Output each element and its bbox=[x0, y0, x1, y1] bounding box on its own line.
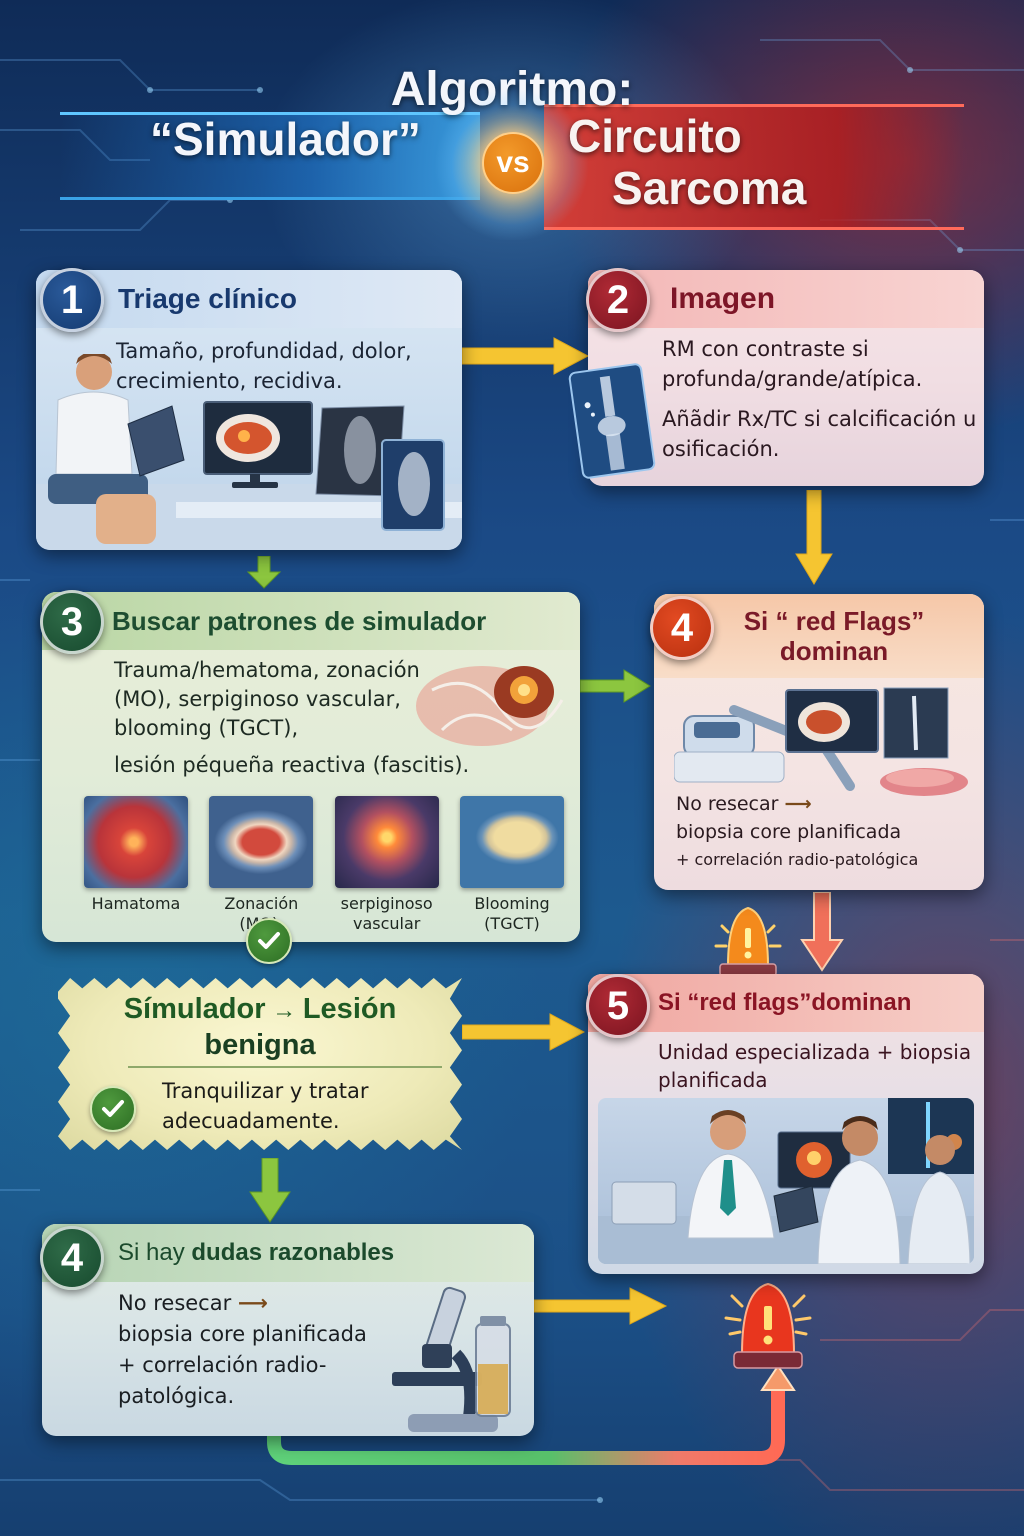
pattern-thumbnails: Hamatoma Zonación (MO), serpiginoso vasc… bbox=[84, 796, 564, 934]
step-2-text-2: Añãdir Rx/TC si calcificación u osificac… bbox=[662, 407, 977, 461]
alarm-icon-bottom bbox=[724, 1282, 812, 1369]
step-4-doubt-card: Si hay dudas razonables No resecar ⟶ bio… bbox=[42, 1224, 534, 1436]
benign-title-part2: Lesión bbox=[302, 993, 397, 1025]
ultrasound-illustration bbox=[674, 687, 968, 796]
alarm-icon-top bbox=[714, 906, 782, 977]
step-4-doubt-text-1: No resecar bbox=[118, 1291, 232, 1315]
step-4-doubt-number: 4 bbox=[40, 1226, 104, 1290]
step-2-text-1: RM con contraste si profunda/grande/atíp… bbox=[662, 337, 923, 391]
thumbnail-zonacion: Zonación (MO), bbox=[209, 796, 314, 934]
step-3-number: 3 bbox=[40, 590, 104, 654]
sarcoma-label-line1: Circuito bbox=[568, 110, 742, 162]
step-4-redflags-title: Si “ red Flags” dominan bbox=[743, 606, 925, 666]
step-2-title: Imagen bbox=[670, 282, 776, 315]
step-2-card: Imagen RM con contraste si profunda/gran… bbox=[588, 270, 984, 486]
step-5-header: Si “red flags”dominan bbox=[588, 974, 984, 1032]
step-4-redflags-text: No resecar ⟶ biopsia core planificada + … bbox=[676, 790, 981, 874]
step-4-doubt-text-4: patológica. bbox=[118, 1384, 235, 1408]
step-2-number: 2 bbox=[586, 268, 650, 332]
step-1-header: Triage clínico bbox=[36, 270, 462, 328]
loop-connector-to-alarm bbox=[267, 1364, 796, 1465]
benign-title-part1: Símulador bbox=[123, 993, 266, 1025]
arrow-benign-to-doubt bbox=[249, 1158, 291, 1223]
step-4-doubt-header: Si hay dudas razonables bbox=[42, 1224, 534, 1282]
check-icon bbox=[246, 918, 292, 964]
step-3-card: Buscar patrones de simulador Trauma/hema… bbox=[42, 592, 580, 942]
step-4-redflags-text-3: + correlación radio-patológica bbox=[676, 850, 919, 869]
arrow-right-icon: ⟶ bbox=[784, 793, 812, 815]
step-5-title: Si “red flags”dominan bbox=[658, 989, 912, 1016]
step-4-doubt-title-part2: dudas razonables bbox=[191, 1239, 395, 1266]
microscope-illustration bbox=[392, 1286, 511, 1432]
step-3-text-2: lesión péqueña reactiva (fascitis). bbox=[114, 753, 470, 777]
arrow-4-to-5 bbox=[800, 892, 844, 972]
doctors-illustration bbox=[598, 1098, 974, 1264]
lesion-illustration bbox=[416, 666, 564, 746]
step-4-redflags-text-2: biopsia core planificada bbox=[676, 821, 902, 843]
step-3-text: Trauma/hematoma, zonación (MO), serpigin… bbox=[114, 656, 574, 780]
thumbnail-caption: Hamatoma bbox=[91, 894, 181, 913]
simulador-band bbox=[60, 112, 480, 200]
thumbnail-caption: Blooming (TGCT) bbox=[474, 894, 550, 933]
sarcoma-label-line2: Sarcoma bbox=[612, 162, 807, 214]
hematoma-image bbox=[84, 796, 188, 888]
arrow-1-to-3 bbox=[246, 556, 282, 589]
benign-text: Tranquilizar y tratar adecuadamente. bbox=[162, 1079, 369, 1133]
step-4-doubt-text-3: + correlación radio- bbox=[118, 1353, 327, 1377]
benign-title: Símulador → Lesión benigna bbox=[58, 992, 462, 1062]
simulador-label: “Simulador” bbox=[150, 113, 421, 165]
xray-film-icon bbox=[568, 363, 656, 479]
step-4-redflags-number: 4 bbox=[650, 596, 714, 660]
thumbnail-caption: serpiginoso vascular bbox=[340, 894, 433, 933]
serpiginoso-image bbox=[334, 796, 439, 888]
check-icon bbox=[90, 1086, 136, 1132]
step-1-card: Triage clínico Tamaño, profundidad, dolo… bbox=[36, 270, 462, 550]
step-3-text-1: Trauma/hematoma, zonación (MO), serpigin… bbox=[114, 658, 420, 740]
benign-title-line2: benigna bbox=[204, 1029, 316, 1061]
step-4-doubt-text-2: biopsia core planificada bbox=[118, 1322, 367, 1346]
step-1-number: 1 bbox=[40, 268, 104, 332]
zonacion-image bbox=[209, 796, 314, 888]
arrow-3-to-4 bbox=[580, 669, 651, 703]
step-4-redflags-text-1: No resecar bbox=[676, 793, 779, 815]
arrow-2-to-4 bbox=[795, 490, 833, 585]
step-2-text: RM con contraste si profunda/grande/atíp… bbox=[662, 334, 978, 464]
thumbnail-hematoma: Hamatoma bbox=[84, 796, 188, 934]
thumbnail-serpiginoso: serpiginoso vascular bbox=[334, 796, 439, 934]
vs-badge: vs bbox=[482, 132, 544, 194]
step-5-text: Unidad especializada + biopsia planifica… bbox=[658, 1040, 972, 1092]
step-5-number: 5 bbox=[586, 974, 650, 1038]
sarcoma-band bbox=[544, 104, 964, 230]
patient-illustration bbox=[36, 354, 462, 550]
arrow-1-to-2 bbox=[462, 337, 590, 375]
step-4-doubt-text: No resecar ⟶ biopsia core planificada + … bbox=[118, 1288, 438, 1412]
benign-divider bbox=[128, 1066, 442, 1068]
step-3-header: Buscar patrones de simulador bbox=[42, 592, 580, 650]
step-3-title: Buscar patrones de simulador bbox=[112, 605, 487, 636]
step-1-text: Tamaño, profundidad, dolor, crecimiento,… bbox=[116, 339, 412, 393]
thumbnail-blooming: Blooming (TGCT) bbox=[459, 796, 564, 934]
arrow-benign-to-5 bbox=[462, 1013, 586, 1051]
step-4-doubt-title-part1: Si hay bbox=[118, 1239, 185, 1266]
step-1-title: Triage clínico bbox=[118, 283, 297, 314]
blooming-image bbox=[459, 796, 564, 888]
arrow-right-icon: ⟶ bbox=[237, 1291, 269, 1315]
sarcoma-label: Circuito Sarcoma bbox=[568, 110, 806, 214]
step-5-card: Si “red flags”dominan Unidad especializa… bbox=[588, 974, 984, 1274]
arrow-doubt-to-alarm bbox=[534, 1287, 668, 1325]
step-2-header: Imagen bbox=[588, 270, 984, 328]
arrow-right-icon: → bbox=[265, 997, 303, 1024]
